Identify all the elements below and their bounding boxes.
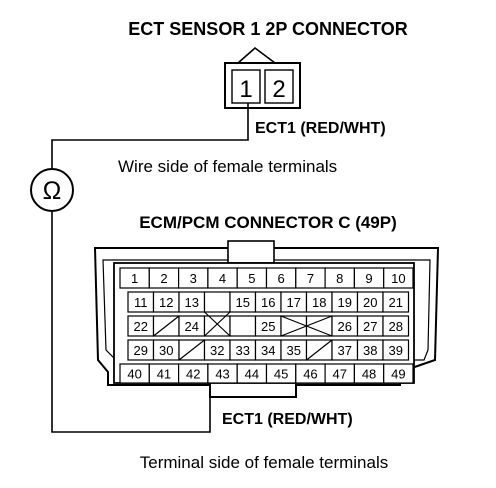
- ecm-connector-title: ECM/PCM CONNECTOR C (49P): [139, 213, 397, 232]
- terminal-cell: [383, 363, 414, 384]
- terminal-number: 11: [134, 295, 148, 310]
- terminal-number: 1: [131, 271, 138, 286]
- upper-test-lead: [51, 103, 249, 168]
- terminal-number: 8: [336, 271, 343, 286]
- blank-position-mark: [153, 315, 180, 337]
- terminal-number: 25: [261, 319, 275, 334]
- terminal-cell: [383, 267, 414, 289]
- terminal-number: 44: [245, 367, 259, 382]
- terminal-number: 39: [389, 343, 403, 358]
- lower-test-lead: [51, 212, 211, 433]
- sensor-wire-label: ECT1 (RED/WHT): [255, 120, 386, 137]
- sensor-pin-1: 1: [239, 76, 252, 103]
- terminal-number: 30: [159, 343, 173, 358]
- terminal-number: 10: [391, 271, 405, 286]
- terminal-number: 6: [278, 271, 285, 286]
- blank-position-mark: [306, 339, 333, 361]
- terminal-cell: [382, 291, 410, 313]
- terminal-number: 9: [365, 271, 372, 286]
- terminal-number: 16: [261, 295, 275, 310]
- terminal-number: 33: [236, 343, 250, 358]
- terminal-cell: [203, 291, 231, 313]
- blank-position-mark: [204, 311, 231, 337]
- terminal-number: 47: [333, 367, 347, 382]
- terminal-number: 13: [185, 295, 199, 310]
- terminal-number: 40: [127, 367, 141, 382]
- terminal-cell: [305, 315, 333, 337]
- terminal-number: 45: [274, 367, 288, 382]
- terminal-number: 26: [338, 319, 352, 334]
- ohm-symbol: Ω: [43, 177, 62, 205]
- ecm-caption: Terminal side of female terminals: [140, 453, 388, 472]
- terminal-number: 28: [389, 319, 403, 334]
- terminal-number: 27: [363, 319, 377, 334]
- terminal-cell: [280, 315, 308, 337]
- terminal-number: 34: [261, 343, 275, 358]
- terminal-cell: [382, 339, 410, 361]
- terminal-number: 4: [219, 271, 226, 286]
- blank-position-mark: [178, 339, 205, 361]
- terminal-number: 3: [190, 271, 197, 286]
- terminal-number: 37: [338, 343, 352, 358]
- terminal-number: 18: [312, 295, 326, 310]
- terminal-number: 42: [186, 367, 200, 382]
- terminal-number: 5: [248, 271, 255, 286]
- terminal-number: 35: [287, 343, 301, 358]
- terminal-cell: [382, 315, 410, 337]
- terminal-cell: [229, 315, 257, 337]
- terminal-number: 43: [215, 367, 229, 382]
- sensor-connector: [224, 46, 301, 109]
- ecm-wire-label: ECT1 (RED/WHT): [222, 411, 353, 428]
- ohmmeter-icon: [30, 168, 74, 212]
- blank-position-mark: [280, 315, 333, 337]
- sensor-pin-2: 2: [272, 76, 285, 103]
- terminal-number: 29: [134, 343, 148, 358]
- terminal-number: 41: [157, 367, 171, 382]
- sensor-caption: Wire side of female terminals: [118, 157, 337, 176]
- terminal-number: 24: [185, 319, 199, 334]
- terminal-number: 21: [389, 295, 403, 310]
- terminal-number: 19: [338, 295, 352, 310]
- terminal-number: 17: [287, 295, 301, 310]
- terminal-number: 48: [362, 367, 376, 382]
- terminal-number: 38: [363, 343, 377, 358]
- terminal-number: 49: [391, 367, 405, 382]
- terminal-number: 20: [363, 295, 377, 310]
- terminal-number: 22: [134, 319, 148, 334]
- terminal-number: 32: [210, 343, 224, 358]
- terminal-number: 15: [236, 295, 250, 310]
- terminal-number: 7: [307, 271, 314, 286]
- terminal-number: 46: [303, 367, 317, 382]
- terminal-number: 12: [159, 295, 173, 310]
- sensor-connector-title: ECT SENSOR 1 2P CONNECTOR: [128, 19, 407, 39]
- terminal-number: 2: [160, 271, 167, 286]
